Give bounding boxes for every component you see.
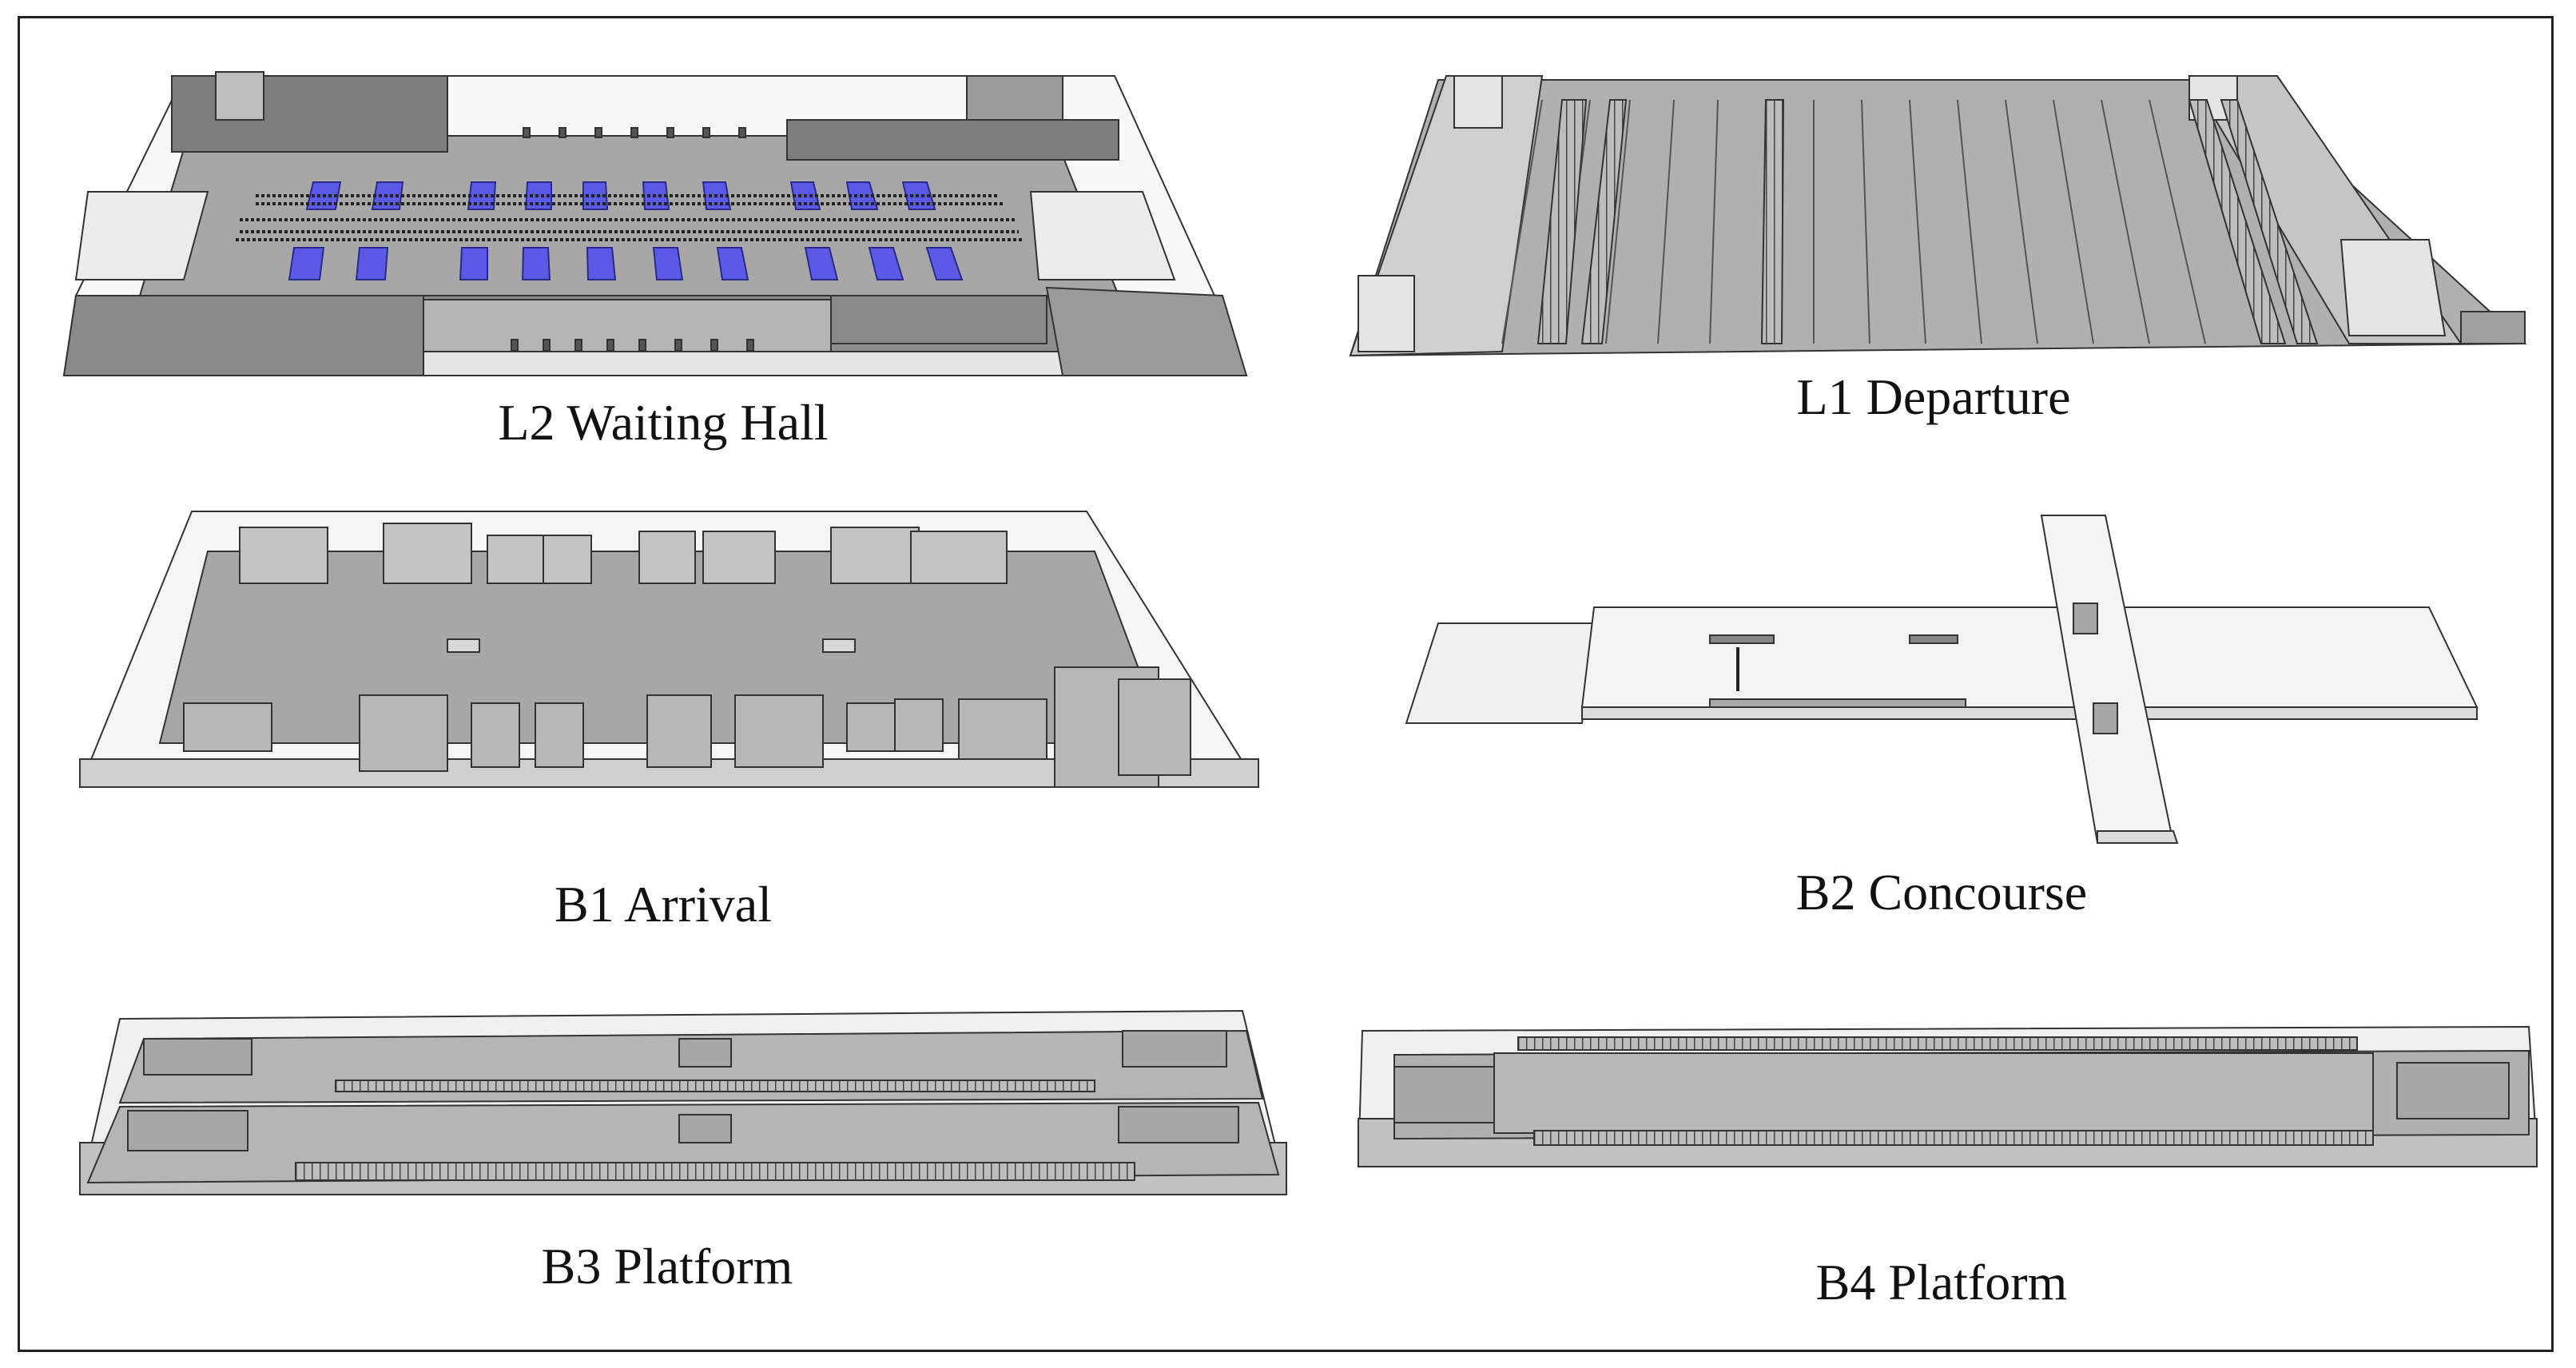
caption-b3-platform: B3 Platform	[541, 1238, 793, 1294]
caption-l1-departure: L1 Departure	[1796, 368, 2071, 425]
figure-border	[18, 16, 2554, 1352]
caption-b4-platform: B4 Platform	[1815, 1254, 2068, 1310]
caption-b2-concourse: B2 Concourse	[1795, 864, 2088, 921]
b3-platform-model	[78, 1009, 1288, 1196]
l2-waiting-hall-model	[62, 71, 1248, 376]
caption-b1-arrival: B1 Arrival	[555, 876, 772, 933]
caption-l2-waiting-hall: L2 Waiting Hall	[498, 394, 829, 451]
b1-arrival-model	[78, 511, 1260, 788]
b4-platform-model	[1357, 1025, 2538, 1168]
b2-concourse-model	[1405, 515, 2479, 844]
l1-departure-model	[1349, 75, 2527, 357]
